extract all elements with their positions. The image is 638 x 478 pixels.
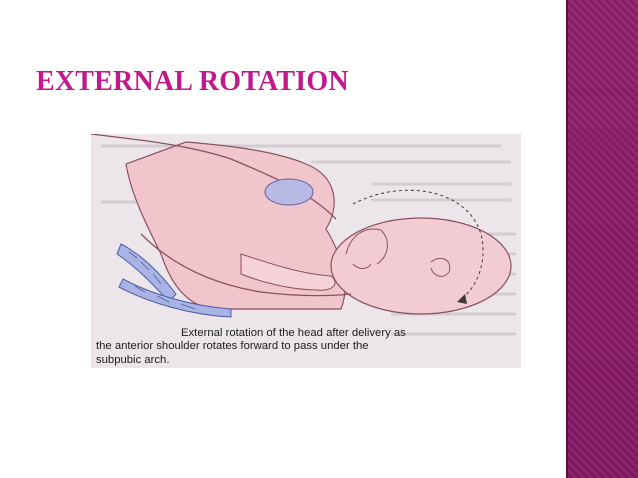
bladder-shape — [264, 178, 314, 206]
fetal-head — [330, 217, 512, 315]
perineum-line — [140, 233, 352, 297]
caption-line-1: External rotation of the head after deli… — [181, 327, 406, 339]
fetal-ear — [430, 257, 451, 277]
fetal-face — [345, 228, 388, 265]
fetal-nose — [352, 263, 372, 269]
caption-line-3: subpubic arch. — [96, 353, 170, 366]
medical-illustration: External rotation of the head after deli… — [91, 134, 521, 368]
rotation-arrowhead — [457, 294, 467, 304]
fetal-arm — [240, 253, 336, 291]
caption-line-2: the anterior shoulder rotates forward to… — [96, 340, 369, 353]
decorative-side-strip — [568, 0, 638, 478]
bone-hatching — [128, 251, 196, 310]
figure-caption: External rotation of the head after deli… — [96, 327, 496, 367]
rotation-arrow-path — [352, 189, 484, 301]
delivery-illustration-drawing — [91, 134, 516, 336]
slide-title: EXTERNAL ROTATION — [36, 66, 349, 97]
side-strip-edge — [566, 0, 568, 478]
sacrum-bone — [118, 278, 232, 318]
